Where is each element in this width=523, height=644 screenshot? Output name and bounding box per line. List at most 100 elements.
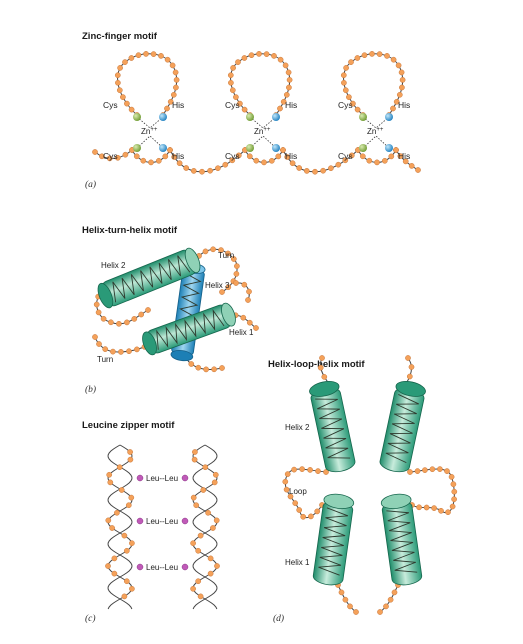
leucine-left-residue [107,479,114,486]
panel-b-helix-turn-helix: Helix-turn-helix motif Helix 2 Helix 3 H… [82,225,259,395]
hlh-top-right-tail-residue [408,364,415,370]
finger-link-1-residue [222,161,229,168]
htb-left-loop-residue [108,319,114,326]
hlh-left-loop-residue [307,467,313,473]
finger-1-loop-residue [158,53,164,59]
hlh-top-left-tail-residue [317,364,324,371]
finger-3-loop-residue [369,51,375,57]
leucine-left-residue [118,487,125,493]
finger-link-2-residue [348,152,355,159]
htb-lower-tail-residue [211,366,217,373]
finger-link-2-residue [280,147,286,153]
hlh-loop-label: Loop [289,487,307,496]
leucine-left-residue [129,540,135,547]
leucine-right-residue [207,555,214,562]
panel-c-title: Leucine zipper motif [82,420,175,431]
leucine-right-residue [190,585,196,592]
leucine-left-residue [127,456,134,463]
cys-label: Cys [225,100,240,110]
finger-3-loop-residue [361,52,368,59]
helix-2 [97,247,201,309]
leucine-zipper-chains [105,444,220,610]
leucine-left-residue [123,578,130,585]
leucine-left-residue [114,509,120,516]
finger-link-2-residue [303,168,310,174]
leucine-left-strand-b [107,444,133,610]
htb-top-turn-residue [202,248,209,255]
his-label: His [285,151,297,161]
hlh-left-loop-residue [300,513,307,520]
finger-2-base-residue [261,159,267,166]
leucine-right-residue [197,593,204,600]
leucine-right-residue [211,479,218,486]
finger-3-loop-residue [376,51,383,57]
hlh-left-loop-residue [308,513,314,520]
hlh-right-loop-residue [449,503,456,510]
finger-3-loop-residue [346,94,352,100]
zinc-label: Zn++ [141,127,158,136]
leucine-left-residue [128,494,135,501]
hlh-right-loop-residue [414,468,421,474]
hlh-right-loop-residue [450,481,457,488]
zinc-charge: ++ [150,127,158,133]
hlh-helix-2-label: Helix 2 [285,423,310,432]
finger-2-loop-residue [282,62,289,69]
finger-2-loop-residue [285,69,292,76]
finger-1-loop-residue [169,62,176,69]
htb-left-loop-residue [124,319,130,326]
hlh-top-left-tail-residue [321,374,328,380]
hlh-bottom-left-tail-residue [347,603,353,610]
helix-2-right [379,380,426,473]
cys-atom [133,113,141,121]
his-label: His [285,100,297,110]
htb-upper-tail-residue [245,297,251,303]
leucine-right-residue [193,502,200,509]
zinc-c-term-residue [415,167,421,173]
htb-lower-tail-residue [219,365,225,371]
helix-1-label: Helix 1 [229,328,254,337]
leucine-right-residue [192,449,198,455]
finger-1-loop-residue [120,94,126,100]
finger-1-loop-residue [128,106,135,113]
leucine-left-residue [127,449,133,455]
finger-1-loop-residue [122,59,128,65]
hlh-bottom-right-tail-residue [391,589,398,596]
finger-3-loop-residue [396,91,403,98]
finger-2-loop-residue [283,91,290,98]
htb-bottom-turn-residue [96,341,102,347]
panel-d-label: (d) [273,613,284,624]
finger-3-loop-residue [390,56,397,63]
leucine-right-residue [214,563,220,569]
hlh-left-loop-residue [315,468,321,474]
zinc-finger-atoms: CysCysHisHisZn++CysCysHisHisZn++CysCysHi… [103,100,410,161]
zn-coordination [249,116,277,149]
hlh-right-loop-residue [423,504,430,511]
zinc-n-term-residue [114,154,121,161]
finger-1-loop-residue [116,87,123,94]
leucine-right-residue [205,509,211,516]
leucine-left-marker [136,474,144,482]
finger-1-loop-residue [173,84,179,91]
zinc-label: Zn++ [254,127,271,136]
finger-3-loop-residue [348,59,354,65]
finger-2-base-residue [268,157,275,164]
finger-3-loop-residue [354,55,361,61]
finger-1-base-residue [155,157,162,164]
htb-top-turn-residue [225,284,232,291]
hlh-bottom-right-tail-residue [387,596,394,603]
htb-left-loop-residue [93,301,100,308]
finger-2-base-residue [246,153,253,160]
finger-2-base-residue [253,157,260,164]
finger-1-loop-residue [164,56,171,63]
htb-left-loop-residue [131,316,138,322]
leucine-right-residue [195,578,202,585]
finger-1-loop-residue [170,91,177,98]
leucine-left-residue [116,464,123,471]
leucine-right-residue [210,525,216,531]
htb-left-loop-residue [116,320,122,327]
hlh-right-loop-residue [448,474,455,480]
leucine-right-residue [202,464,209,471]
finger-2-loop-residue [227,72,234,79]
leucine-right-residue [191,456,198,463]
hlh-left-loop-residue [323,469,329,475]
